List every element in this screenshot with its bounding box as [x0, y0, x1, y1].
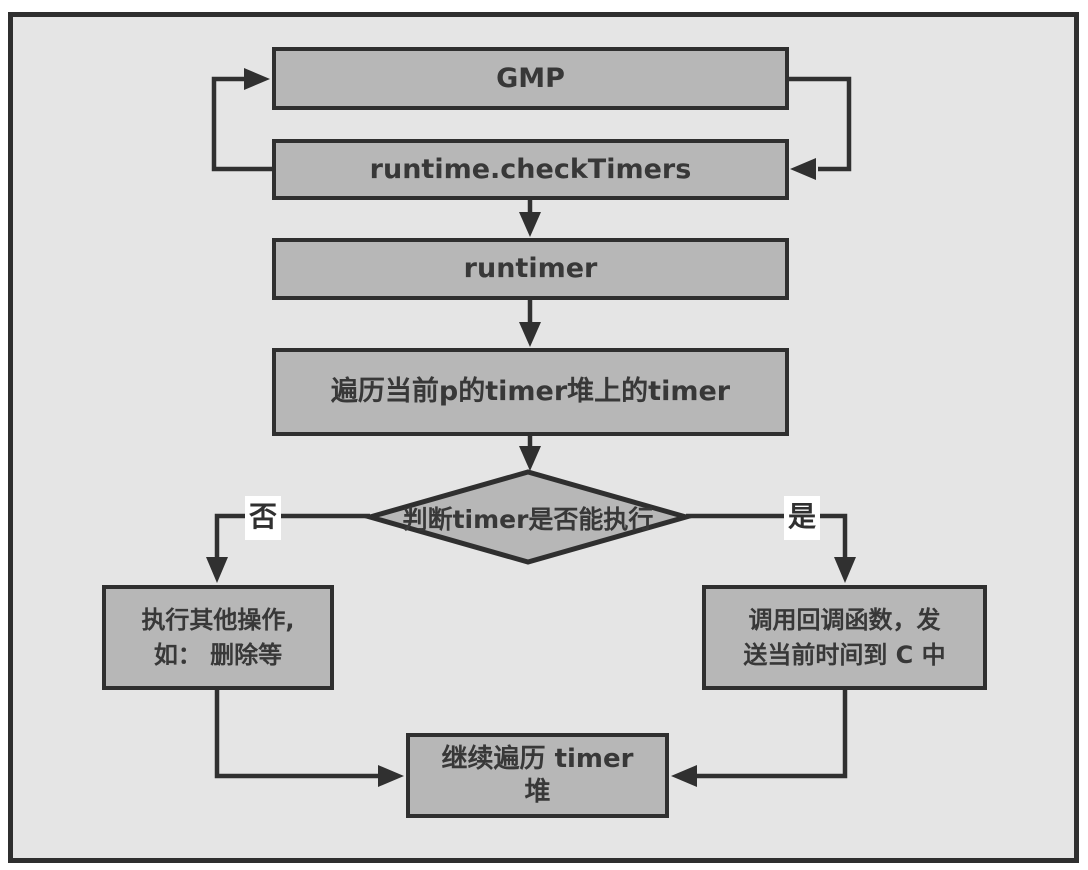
arrowhead-into-continue-right — [671, 765, 697, 787]
arrowhead-into-decision — [519, 446, 541, 471]
edge-gmp-to-checktimers — [788, 76, 852, 172]
arrowhead-into-gmp — [244, 68, 270, 90]
edge-label-yes: 是 — [784, 496, 821, 540]
arrowhead-into-other-ops — [206, 557, 228, 583]
arrowhead-into-continue-left — [378, 765, 404, 787]
node-traverse-timer-heap: 遍历当前p的timer堆上的timer — [272, 348, 789, 436]
arrowhead-into-checktimers — [790, 158, 816, 180]
node-runtime-checktimers: runtime.checkTimers — [272, 139, 789, 200]
node-continue-traverse: 继续遍历 timer 堆 — [406, 733, 669, 818]
node-invoke-callback: 调用回调函数，发 送当前时间到 C 中 — [702, 585, 987, 690]
edge-decision-yes — [686, 513, 848, 558]
node-runtimer: runtimer — [272, 238, 789, 300]
edge-other-ops-to-continue — [214, 690, 380, 779]
node-gmp: GMP — [272, 47, 789, 110]
edge-decision-no — [214, 513, 370, 558]
edge-checktimers-to-gmp — [211, 76, 272, 172]
arrowhead-into-callback — [834, 557, 856, 583]
arrowhead-into-traverse — [519, 322, 541, 347]
edge-callback-to-continue — [694, 690, 848, 779]
node-other-operations: 执行其他操作, 如： 删除等 — [102, 585, 334, 690]
arrowhead-into-runtimer — [519, 212, 541, 237]
edge-label-no: 否 — [245, 496, 282, 540]
decision-node-label: 判断timer是否能执行 — [402, 505, 654, 534]
